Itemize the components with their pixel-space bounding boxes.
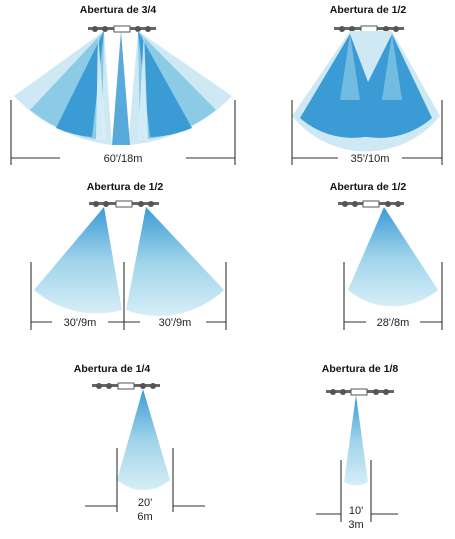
dimension-line xyxy=(291,100,443,165)
panel-1-4-opening: Abertura de 1/4 20' 6m xyxy=(74,363,205,523)
dimension-label-feet: 10' xyxy=(349,505,363,517)
spray-pattern xyxy=(348,207,438,307)
dimension-label-meters: 3m xyxy=(348,519,363,531)
dimension-label-meters: 6m xyxy=(137,511,152,523)
panel-1-8-opening: Abertura de 1/8 10' 3m xyxy=(316,363,398,531)
spray-pattern xyxy=(34,207,224,316)
panel-title: Abertura de 1/2 xyxy=(87,181,164,193)
panel-1-2-opening-double: Abertura de 1/2 30'/9m 30'/9m xyxy=(30,181,227,330)
dimension-line xyxy=(30,262,227,330)
dimension-label: 30'/9m xyxy=(159,317,192,329)
sprinkler-fixture xyxy=(326,388,394,396)
panel-title: Abertura de 1/2 xyxy=(330,181,407,193)
sprinkler-fixture xyxy=(338,200,404,208)
panel-3-4-opening: Abertura de 3/4 60'/18m xyxy=(10,4,236,165)
panel-title: Abertura de 1/4 xyxy=(74,363,151,375)
dimension-label: 60'/18m xyxy=(104,153,143,165)
spray-pattern xyxy=(292,31,440,152)
dimension-line xyxy=(343,262,443,330)
spray-pattern xyxy=(117,389,170,491)
dimension-label-feet: 20' xyxy=(138,497,152,509)
dimension-label: 30'/9m xyxy=(64,317,97,329)
dimension-label: 35'/10m xyxy=(351,153,390,165)
panel-1-2-opening-single: Abertura de 1/2 28'/8m xyxy=(330,181,443,330)
sprinkler-fixture xyxy=(92,382,160,390)
sprinkler-fixture xyxy=(89,200,159,208)
panel-title: Abertura de 1/2 xyxy=(330,4,407,16)
panel-1-2-opening-top: Abertura de 1/2 35'/10m xyxy=(291,4,443,165)
panel-title: Abertura de 3/4 xyxy=(80,4,157,16)
dimension-label: 28'/8m xyxy=(377,317,410,329)
spray-pattern xyxy=(344,395,368,486)
panel-title: Abertura de 1/8 xyxy=(322,363,399,375)
dimension-line xyxy=(10,100,236,165)
dimension-line xyxy=(85,448,205,512)
dimension-line xyxy=(316,460,398,522)
spray-pattern xyxy=(14,31,232,145)
sprinkler-fixture xyxy=(88,25,156,33)
